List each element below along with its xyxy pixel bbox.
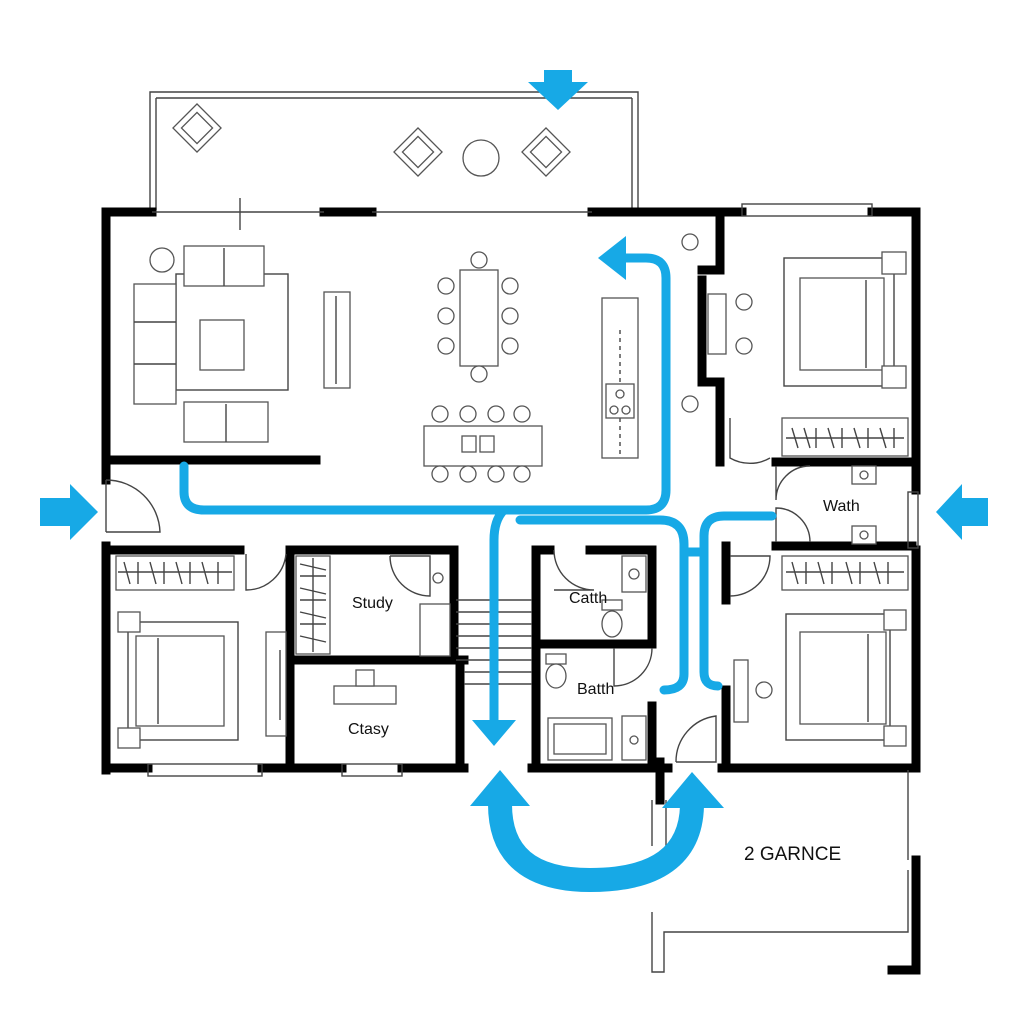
study-room: Study <box>295 555 451 657</box>
room-label-bath-center-top: Catth <box>569 590 607 607</box>
patio <box>149 91 639 210</box>
room-label-bath-right: Wath <box>823 498 860 515</box>
bedroom-bottom-right <box>733 555 909 747</box>
arrow-down-icon <box>528 70 588 110</box>
living-room <box>133 245 351 443</box>
arrow-up-icon <box>662 772 724 808</box>
arrow-up-icon <box>470 770 530 806</box>
room-label-bath-center: Batth <box>577 681 614 698</box>
room-label-study: Study <box>352 595 393 612</box>
bedroom-left <box>115 555 287 749</box>
arrow-right-icon <box>40 484 98 540</box>
office-room: Ctasy <box>333 669 397 738</box>
bath-center: Batth <box>545 653 647 761</box>
garage: 2 GARNCE <box>744 844 841 865</box>
arrow-left-icon <box>936 484 988 540</box>
patio-table <box>462 139 500 177</box>
patio-chair <box>521 127 571 177</box>
doors <box>105 418 919 763</box>
room-label-garage: 2 GARNCE <box>744 844 841 865</box>
walls <box>101 198 921 975</box>
closet-hangers <box>786 427 904 449</box>
closet-hangers <box>118 561 232 585</box>
flow-path-down <box>489 505 509 727</box>
closet-hangers <box>786 561 904 585</box>
bath-center-top: Catth <box>569 555 647 638</box>
kitchen <box>423 233 753 483</box>
dining-area <box>437 251 519 383</box>
bath-right: Wath <box>823 465 877 545</box>
circulation-flow <box>40 70 988 892</box>
flow-path-bath-right <box>699 511 777 691</box>
closet-hangers <box>299 558 327 652</box>
flow-path-main <box>179 253 671 515</box>
flow-path-right <box>515 515 689 695</box>
patio-chair <box>172 103 222 153</box>
room-label-office: Ctasy <box>348 721 389 738</box>
arrow-left-icon <box>598 236 626 280</box>
bedroom-top-right <box>781 251 909 457</box>
flow-path-garage <box>488 803 704 892</box>
patio-chair <box>393 127 443 177</box>
arrow-down-icon <box>472 720 516 746</box>
